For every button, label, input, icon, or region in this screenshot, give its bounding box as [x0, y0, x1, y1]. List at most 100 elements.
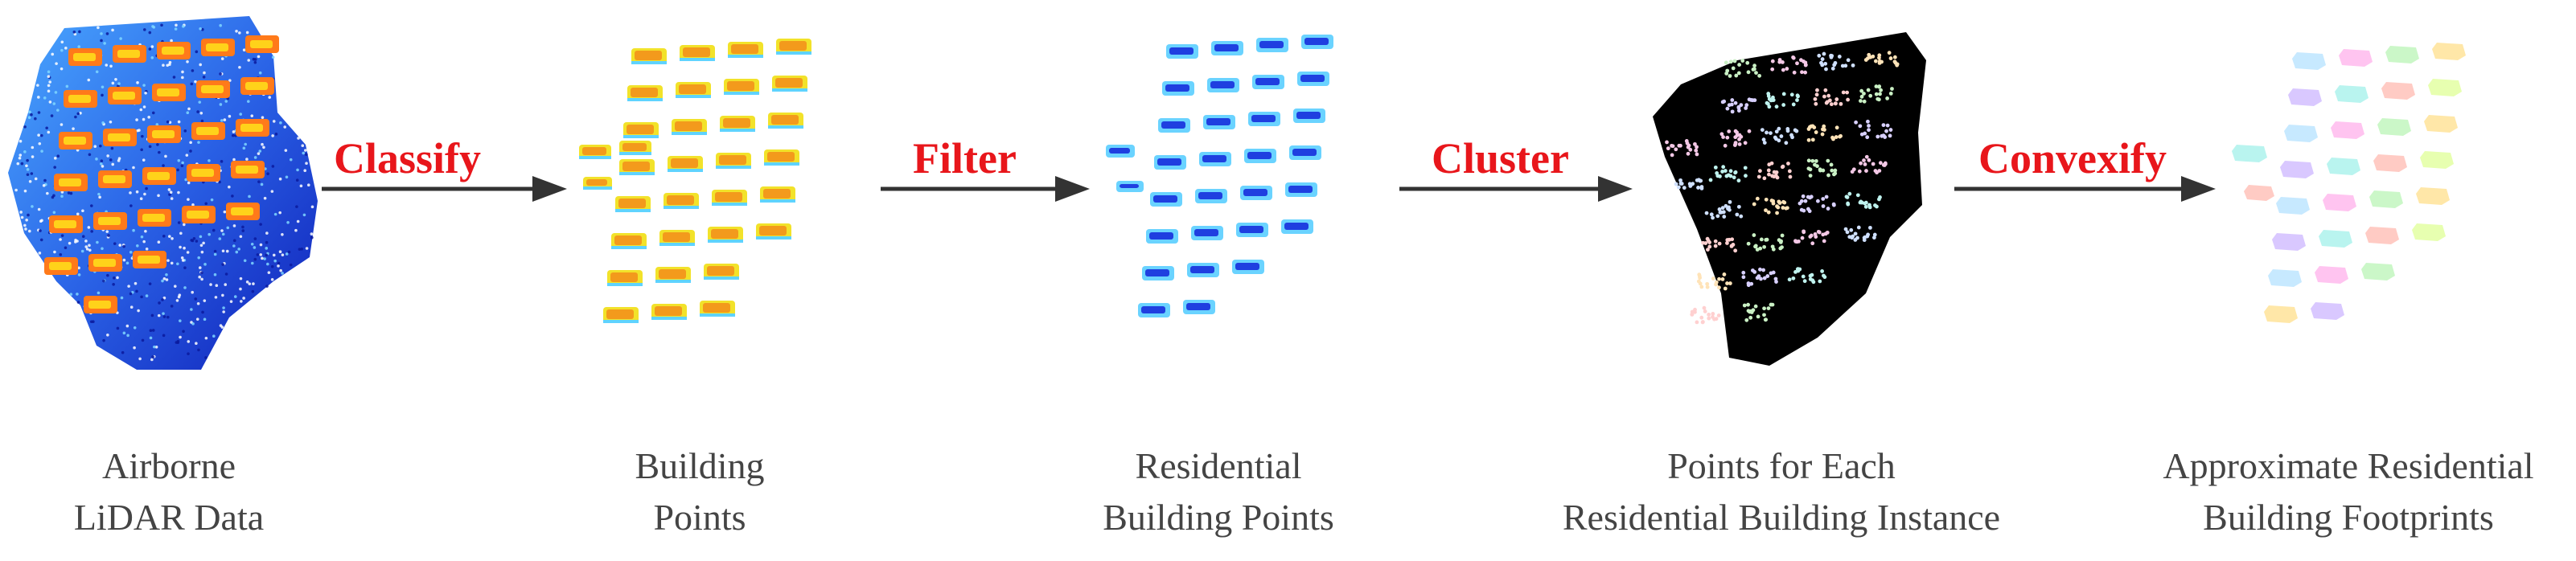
- instance-point: [1821, 168, 1826, 173]
- residential-building-points-image: [1106, 35, 1333, 317]
- lidar-point: [118, 244, 122, 247]
- lidar-point: [47, 84, 51, 88]
- instance-point: [1666, 146, 1670, 151]
- lidar-point: [261, 256, 264, 260]
- lidar-building-core: [245, 82, 268, 90]
- instance-point: [1822, 124, 1826, 129]
- building-footprints-image: [2232, 43, 2466, 323]
- instance-point: [1818, 279, 1822, 284]
- lidar-point: [289, 158, 293, 162]
- instance-point: [1751, 308, 1756, 313]
- instance-point: [1694, 148, 1699, 153]
- instance-point: [1847, 191, 1852, 196]
- instance-point: [1670, 153, 1674, 158]
- lidar-point: [148, 31, 152, 35]
- lidar-point: [278, 177, 282, 181]
- lidar-point: [60, 195, 64, 199]
- instance-point: [1762, 244, 1767, 249]
- instance-point: [1780, 233, 1785, 238]
- lidar-building-core: [98, 217, 121, 225]
- lidar-point: [139, 197, 143, 201]
- instance-point: [1693, 309, 1697, 314]
- lidar-point: [250, 243, 254, 246]
- lidar-point: [267, 271, 271, 274]
- lidar-point: [289, 263, 293, 267]
- lidar-point: [199, 235, 203, 239]
- lidar-point: [210, 198, 214, 202]
- lidar-point: [200, 119, 204, 123]
- building-footprint-polygon: [2432, 43, 2466, 60]
- lidar-point: [137, 309, 140, 313]
- instance-point: [1814, 158, 1818, 163]
- building-point-core: [667, 195, 694, 205]
- lidar-point: [214, 296, 218, 299]
- instance-point: [1801, 194, 1806, 199]
- lidar-point: [133, 326, 137, 330]
- building-point-edge: [680, 58, 715, 61]
- lidar-point: [72, 127, 75, 130]
- instance-point: [1786, 162, 1790, 166]
- instance-point: [1781, 103, 1786, 107]
- lidar-point: [191, 290, 194, 294]
- lidar-point: [220, 119, 224, 122]
- lidar-point: [250, 114, 254, 117]
- lidar-point: [166, 315, 170, 319]
- instance-point: [1866, 119, 1870, 124]
- instance-point: [1700, 320, 1705, 325]
- lidar-point: [218, 237, 222, 240]
- instance-point: [1782, 200, 1787, 205]
- building-point-core: [719, 155, 746, 165]
- instance-point: [1882, 163, 1887, 167]
- lidar-point: [220, 160, 224, 163]
- lidar-point: [306, 183, 310, 186]
- instance-point: [1771, 247, 1776, 252]
- caption-line: Building Points: [1103, 497, 1334, 538]
- instance-point: [1792, 70, 1797, 75]
- lidar-point: [132, 228, 135, 232]
- lidar-point: [265, 240, 269, 244]
- cluster-label: Cluster: [1432, 134, 1569, 182]
- building-point-edge: [664, 206, 699, 209]
- instance-point: [1736, 109, 1741, 113]
- building-point-core: [635, 51, 662, 60]
- building-footprint-polygon: [2311, 302, 2344, 320]
- lidar-point: [59, 253, 63, 256]
- lidar-point: [53, 157, 57, 160]
- instance-point: [1788, 174, 1793, 179]
- instance-point: [1758, 169, 1762, 174]
- instance-point: [1763, 317, 1768, 322]
- lidar-point: [305, 153, 308, 156]
- instance-point: [1736, 105, 1741, 110]
- lidar-point: [219, 72, 222, 76]
- building-point-core: [731, 44, 758, 54]
- lidar-point: [296, 168, 299, 172]
- lidar-point: [261, 116, 265, 119]
- lidar-point: [182, 223, 186, 227]
- lidar-point: [179, 245, 182, 249]
- instance-point: [1846, 201, 1850, 206]
- lidar-point: [144, 229, 147, 233]
- lidar-point: [38, 252, 42, 255]
- lidar-point: [102, 338, 105, 342]
- instance-point: [1892, 55, 1897, 59]
- instance-point: [1814, 235, 1818, 239]
- lidar-point: [260, 182, 264, 186]
- lidar-point: [23, 125, 27, 129]
- lidar-point: [215, 284, 219, 288]
- lidar-building-core: [250, 40, 273, 48]
- building-footprint-polygon: [2264, 305, 2298, 323]
- caption-line: Airborne: [101, 445, 236, 486]
- instance-point: [1843, 63, 1848, 68]
- lidar-point: [168, 121, 172, 125]
- instance-point: [1695, 178, 1699, 182]
- building-footprint-polygon: [2276, 197, 2310, 215]
- lidar-point: [37, 96, 40, 99]
- lidar-point: [305, 247, 309, 250]
- instance-point: [1808, 174, 1813, 178]
- lidar-point: [277, 264, 280, 268]
- instance-point: [1765, 130, 1769, 135]
- building-footprint-polygon: [2319, 230, 2352, 248]
- lidar-point: [168, 60, 172, 64]
- lidar-point: [162, 63, 165, 68]
- instance-point: [1867, 52, 1871, 57]
